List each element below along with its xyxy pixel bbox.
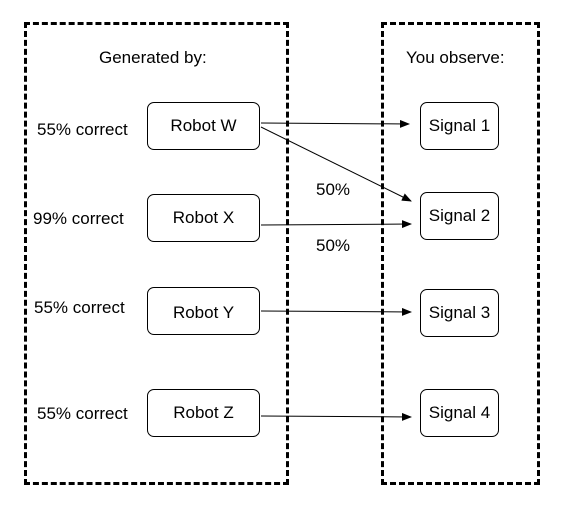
- robot-y-label: Robot Y: [172, 303, 235, 322]
- robot-y-node: Robot Y: [147, 287, 260, 335]
- signal-4-label: Signal 4: [428, 403, 491, 422]
- signal-4-node: Signal 4: [420, 389, 499, 437]
- signal-1-label: Signal 1: [428, 116, 491, 135]
- signal-1-node: Signal 1: [420, 102, 499, 150]
- signal-3-label: Signal 3: [428, 303, 491, 322]
- robot-z-label: Robot Z: [173, 403, 234, 422]
- robot-w-label: Robot W: [170, 116, 237, 135]
- edge-label-w-signal-2: 50%: [316, 180, 351, 199]
- signal-2-node: Signal 2: [420, 192, 499, 240]
- robot-x-label: Robot X: [172, 208, 235, 227]
- edge-robot-z-signal-4: [260, 412, 412, 421]
- robot-z-node: Robot Z: [147, 389, 260, 437]
- robot-x-node: Robot X: [147, 194, 260, 242]
- robot-x-accuracy: 99% correct: [33, 209, 124, 228]
- robot-z-accuracy: 55% correct: [37, 404, 128, 423]
- robot-w-node: Robot W: [147, 102, 260, 150]
- edge-robot-x-signal-2: [260, 220, 412, 229]
- generated-by-title: Generated by:: [99, 48, 207, 67]
- signal-3-node: Signal 3: [420, 289, 499, 337]
- edge-robot-w-signal-2: [260, 126, 412, 202]
- signal-2-label: Signal 2: [428, 206, 491, 225]
- edge-robot-y-signal-3: [260, 307, 412, 316]
- you-observe-title: You observe:: [406, 48, 505, 67]
- edge-robot-w-signal-1: [260, 119, 410, 128]
- you-observe-group: [381, 22, 540, 485]
- generated-by-group: [24, 22, 289, 485]
- edge-label-x-signal-2: 50%: [316, 236, 351, 255]
- robot-y-accuracy: 55% correct: [34, 298, 125, 317]
- robot-w-accuracy: 55% correct: [37, 120, 128, 139]
